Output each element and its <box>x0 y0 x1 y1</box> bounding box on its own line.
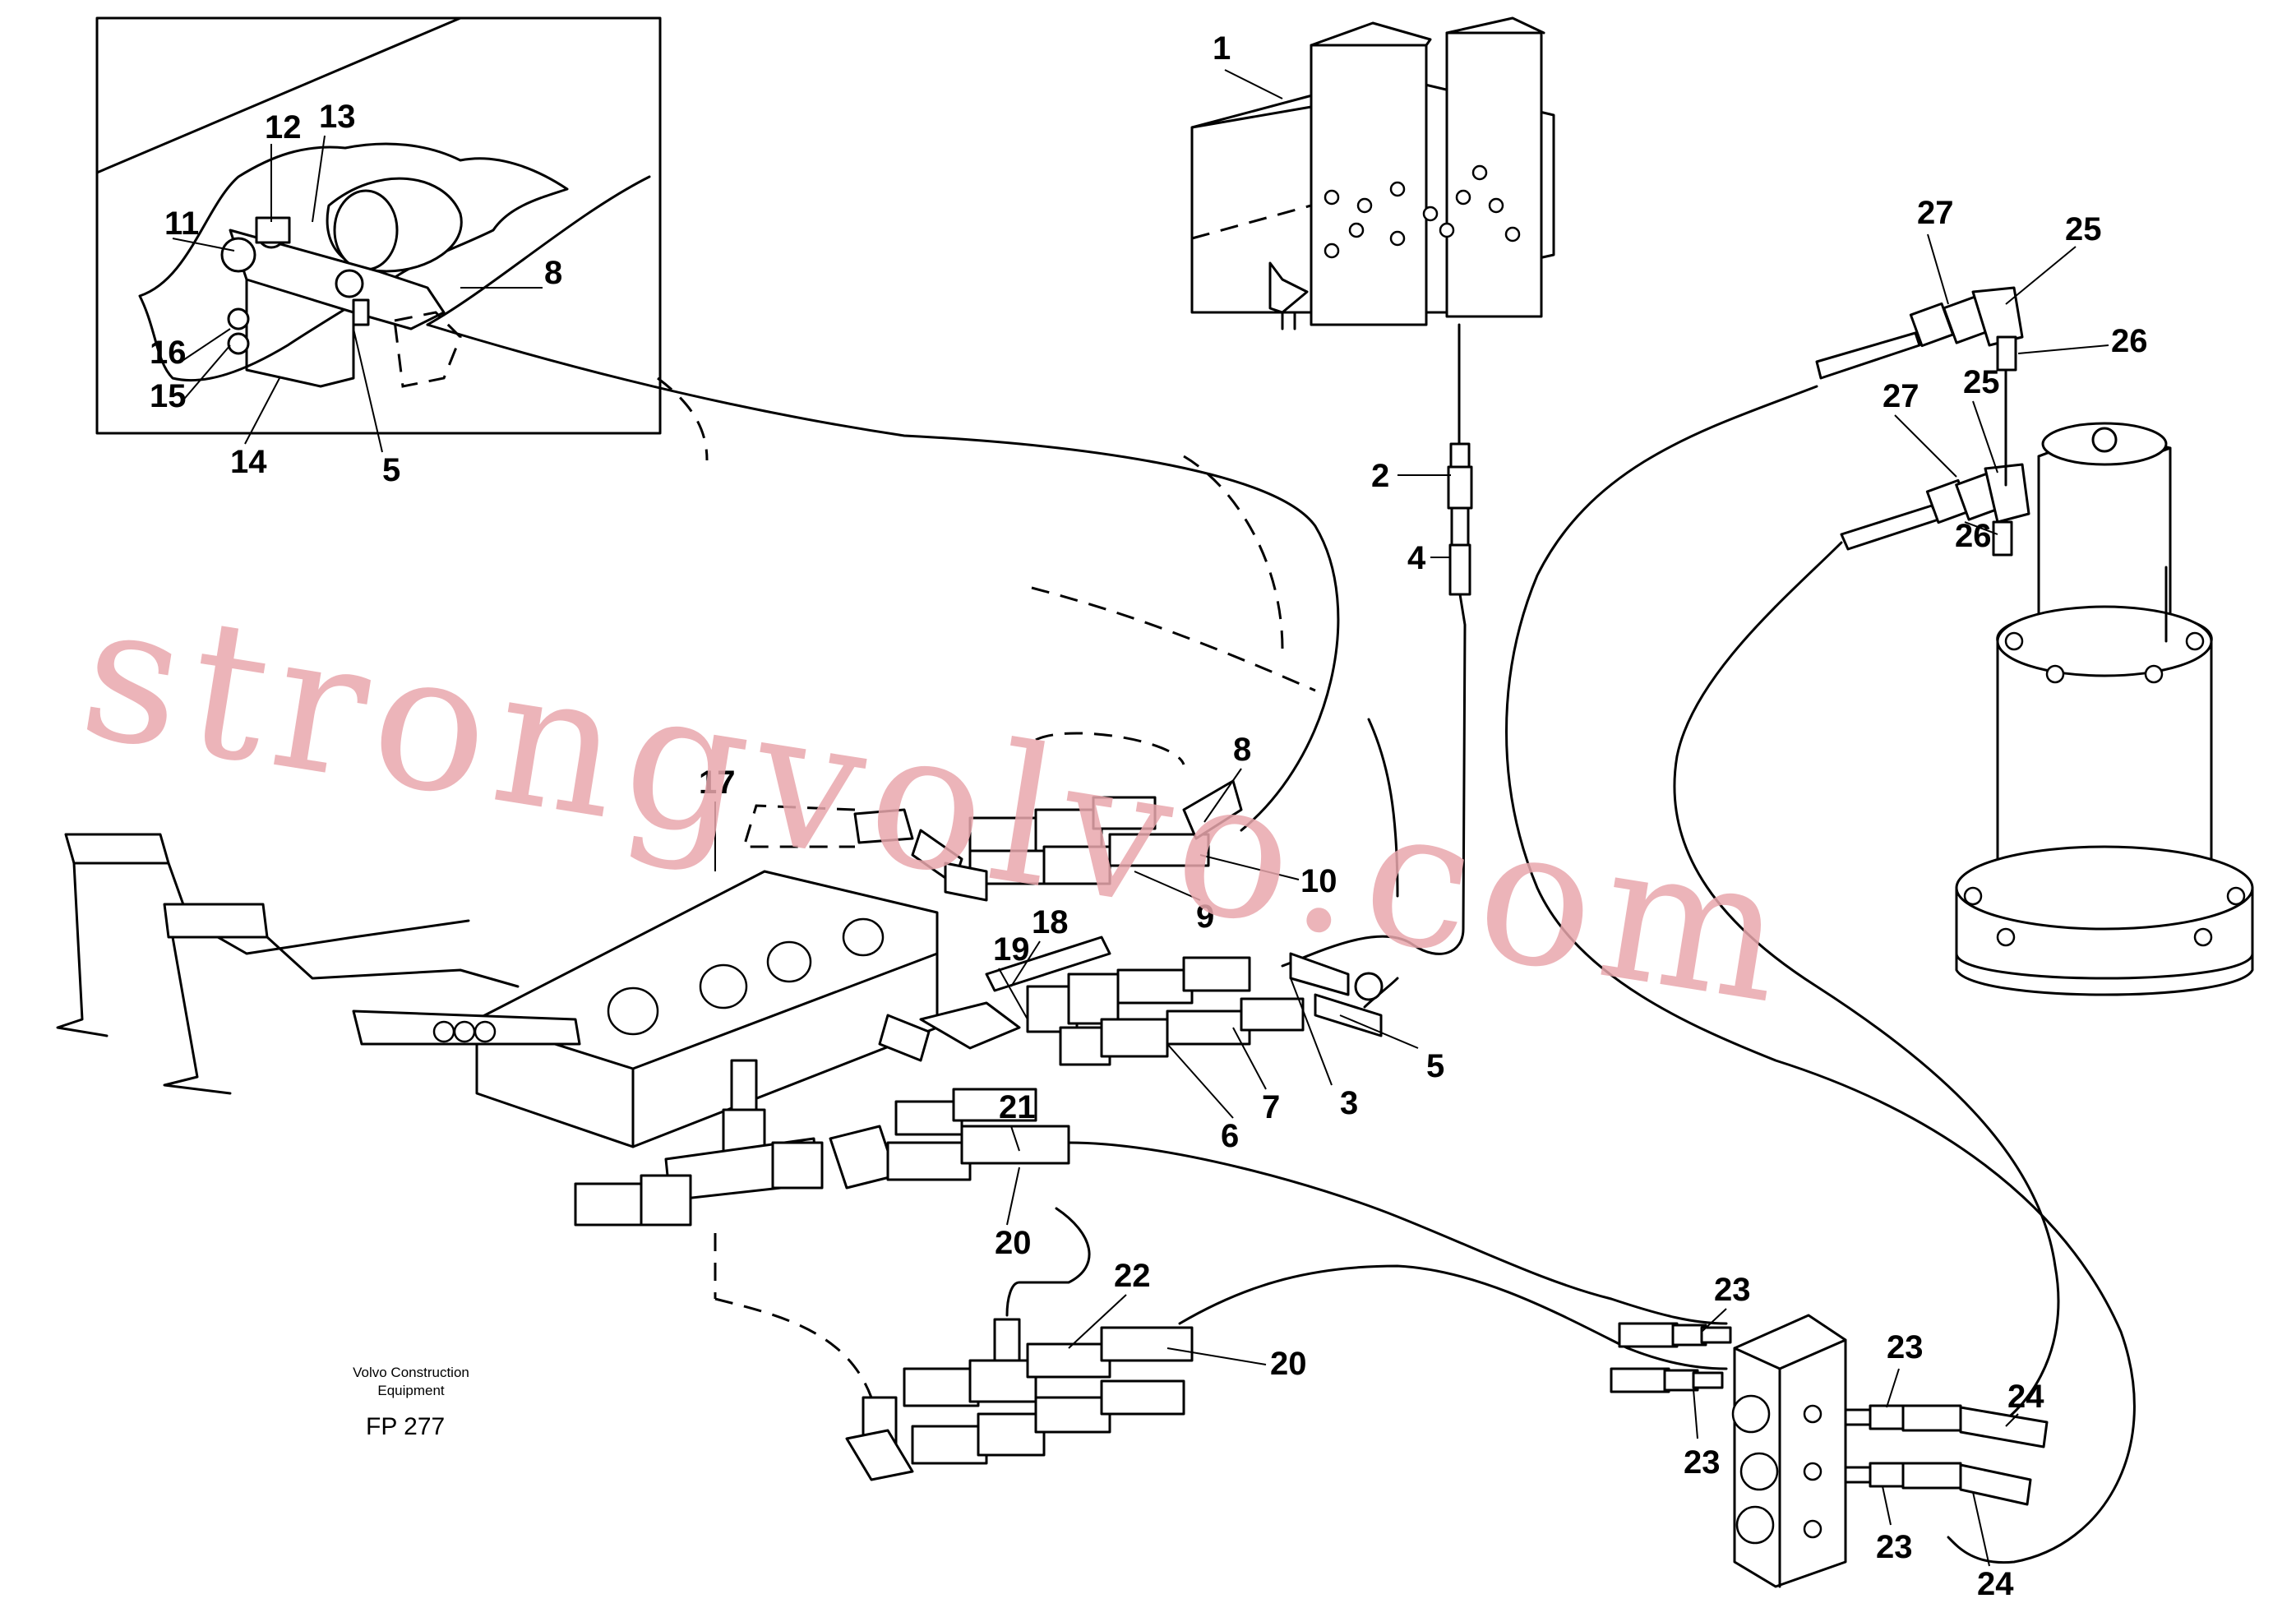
footer-credit: Volvo Construction Equipment FP 277 <box>353 1365 469 1440</box>
callout-c25a: 25 <box>2065 211 2102 247</box>
callout-c8a: 8 <box>1233 732 1251 768</box>
callout-c9: 9 <box>1196 899 1214 935</box>
callout-c13: 13 <box>319 99 356 135</box>
hose-routes <box>426 323 2136 1564</box>
callout-c23d: 23 <box>1876 1529 1913 1565</box>
callout-c1: 1 <box>1213 30 1231 67</box>
callout-c20b: 20 <box>1270 1346 1307 1382</box>
inset-detail <box>95 16 662 435</box>
callout-c19: 19 <box>993 931 1030 968</box>
callout-c26b: 26 <box>1955 518 1992 554</box>
callout-c18: 18 <box>1032 904 1069 940</box>
callout-c23b: 23 <box>1684 1444 1721 1481</box>
leader-lines <box>172 69 2109 1567</box>
callout-c26a: 26 <box>2111 323 2148 359</box>
figure-code: FP 277 <box>366 1413 445 1440</box>
callout-c23a: 23 <box>1714 1272 1751 1308</box>
callout-c15: 15 <box>150 378 187 414</box>
callout-c12: 12 <box>265 109 302 146</box>
footer-line-1: Volvo Construction <box>353 1365 469 1380</box>
control-valve-block <box>1190 16 1555 330</box>
footer-line-2: Equipment <box>377 1383 445 1398</box>
callout-c3: 3 <box>1340 1085 1358 1121</box>
callout-c20a: 20 <box>995 1225 1032 1261</box>
callout-c11: 11 <box>164 206 199 242</box>
callout-c21: 21 <box>999 1089 1036 1125</box>
callout-c23c: 23 <box>1887 1329 1924 1365</box>
pilot-hose-vertical <box>1281 323 1473 968</box>
swivel-cylinder <box>1955 422 2254 996</box>
lower-hose-assembly <box>574 1059 1091 1398</box>
callout-c8b: 8 <box>544 255 562 291</box>
callout-c6: 6 <box>1221 1118 1239 1154</box>
callout-c24a: 24 <box>2007 1379 2044 1415</box>
callout-c5b: 5 <box>382 452 400 488</box>
callout-c10: 10 <box>1300 863 1337 899</box>
junction-block <box>1610 1314 2049 1588</box>
callout-c24b: 24 <box>1977 1566 2014 1602</box>
callout-c25b: 25 <box>1963 364 2000 400</box>
callout-c2: 2 <box>1371 458 1389 494</box>
callout-c7: 7 <box>1262 1089 1280 1125</box>
pedal-valve-bank <box>56 833 939 1148</box>
callout-c27b: 27 <box>1883 378 1919 414</box>
callout-c16: 16 <box>150 335 187 371</box>
swivel-fittings <box>1815 286 2030 557</box>
bottom-hose-assembly <box>845 1318 1194 1481</box>
callout-c14: 14 <box>230 444 267 480</box>
callout-c22: 22 <box>1114 1258 1151 1294</box>
callout-c17: 17 <box>699 765 736 801</box>
callout-c4: 4 <box>1407 540 1426 576</box>
callout-c27a: 27 <box>1917 195 1954 231</box>
callout-c5a: 5 <box>1426 1048 1444 1084</box>
